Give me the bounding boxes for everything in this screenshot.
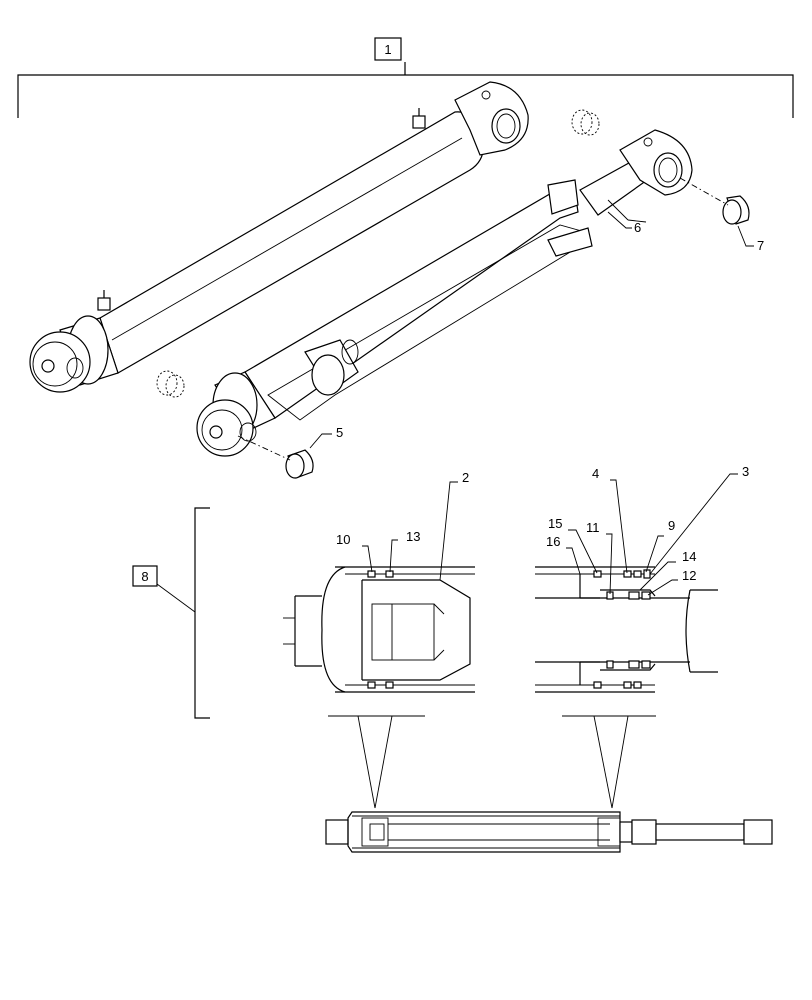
assembly-bracket-1: 1	[17, 37, 794, 118]
sectional-overview	[325, 811, 773, 853]
callout-3[interactable]: 3	[742, 464, 749, 479]
zoom-cones	[328, 715, 656, 809]
bushings	[156, 109, 750, 479]
detail-gland-end	[535, 566, 718, 693]
callout-14[interactable]: 14	[682, 549, 696, 564]
callout-5[interactable]: 5	[336, 425, 343, 440]
callout-9[interactable]: 9	[668, 518, 675, 533]
callout-2[interactable]: 2	[462, 470, 469, 485]
callout-8[interactable]: 8	[141, 569, 148, 584]
callout-12[interactable]: 12	[682, 568, 696, 583]
callout-6[interactable]: 6	[634, 220, 641, 235]
callout-box-1	[374, 37, 402, 61]
callout-7[interactable]: 7	[757, 238, 764, 253]
piston-rod-6	[579, 129, 693, 223]
detail-callouts: 10 13 2 15 16 11 4 9 3 14 12	[336, 464, 749, 596]
callout-10[interactable]: 10	[336, 532, 350, 547]
callout-1[interactable]: 1	[384, 42, 391, 57]
callout-4[interactable]: 4	[592, 466, 599, 481]
upper-callouts: 6 7 5	[309, 211, 764, 449]
cutaway-cylinder	[196, 179, 593, 457]
callout-box-8	[132, 565, 158, 587]
callout-16[interactable]: 16	[546, 534, 560, 549]
callout-13[interactable]: 13	[406, 529, 420, 544]
callout-15[interactable]: 15	[548, 516, 562, 531]
assembled-cylinder	[29, 81, 529, 393]
detail-piston-end	[283, 566, 475, 693]
callout-11[interactable]: 11	[586, 520, 600, 535]
seal-kit-bracket-8: 8	[132, 507, 210, 719]
